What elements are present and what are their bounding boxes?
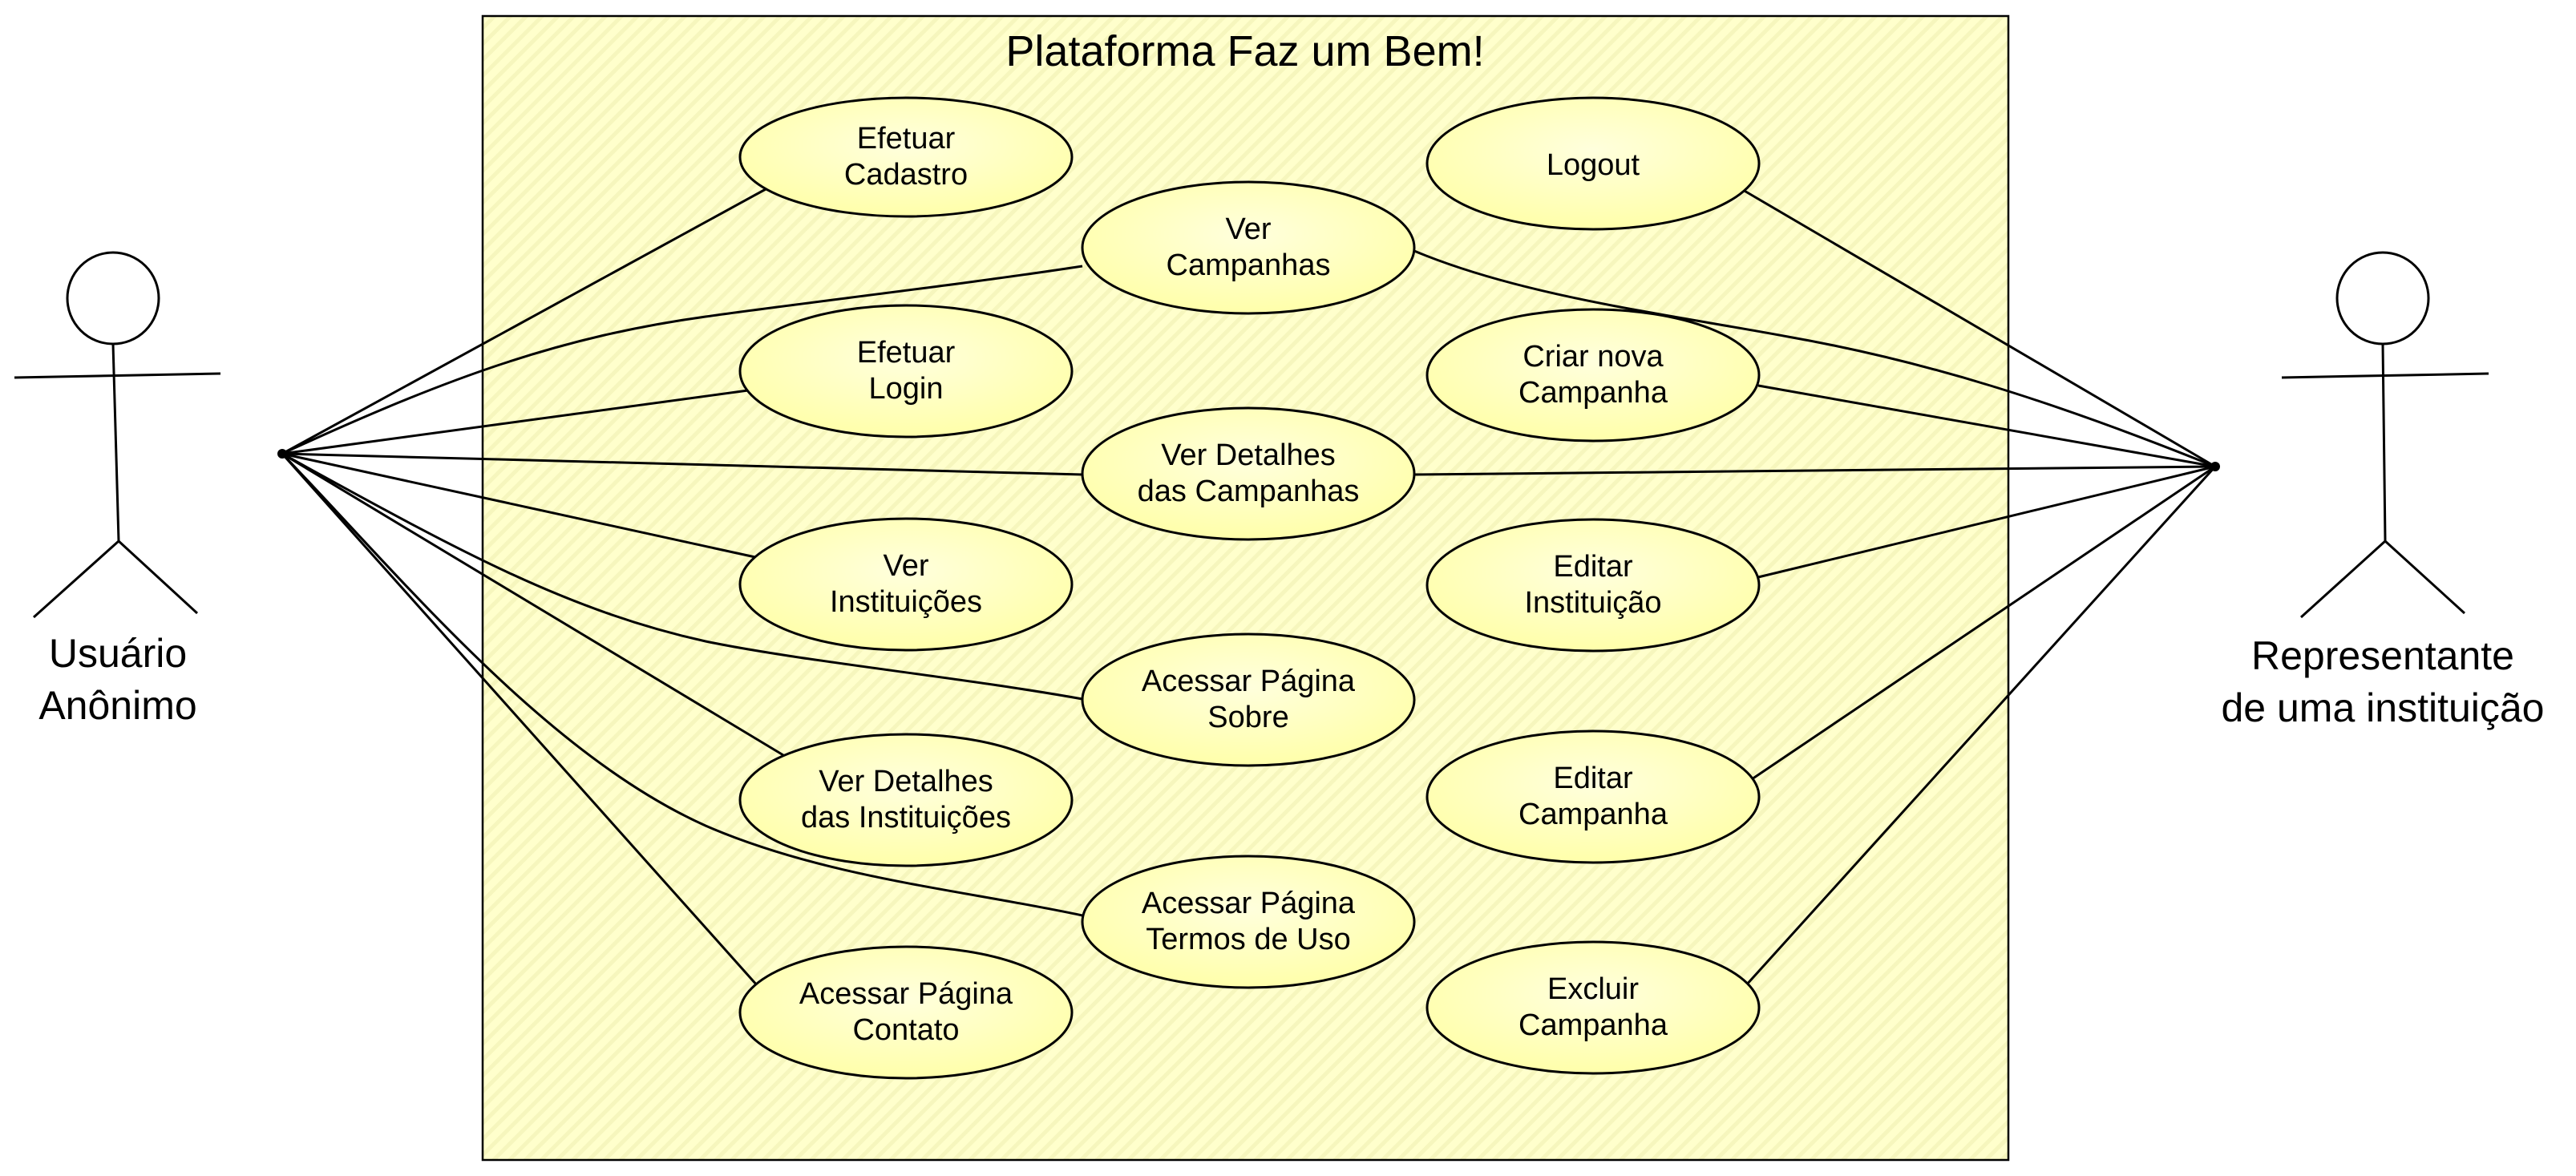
actor-representante [2281,251,2489,619]
actor-left-leg [32,540,120,619]
association-rep-ver-campanhas [1413,249,2216,468]
use-case-ellipse [1425,729,1761,864]
use-case-label: das Instituições [801,801,1011,835]
association-anon-login [281,389,749,455]
actor-head [66,251,160,346]
use-case-acessar-pagina-termos[interactable]: Acessar Página Termos de Uso [1081,855,1416,989]
use-case-ellipse [1425,96,1761,231]
association-anchor-rep [2210,462,2220,471]
use-case-label: Instituição [1524,586,1661,620]
use-case-efetuar-login[interactable]: Efetuar Login [738,304,1074,438]
actor-arms [14,372,221,379]
association-anon-detalhes-campanhas [281,452,1083,476]
association-rep-logout [1742,188,2216,468]
use-case-label: das Campanhas [1138,475,1360,508]
use-case-ellipse [738,96,1074,218]
use-case-criar-nova-campanha[interactable]: Criar nova Campanha [1425,308,1761,443]
use-case-ver-instituicoes[interactable]: Ver Instituições [738,517,1074,652]
use-case-editar-campanha[interactable]: Editar Campanha [1425,729,1761,864]
use-case-acessar-pagina-sobre[interactable]: Acessar Página Sobre [1081,632,1416,767]
actor-arms [2281,372,2489,379]
use-case-label: Cadastro [844,158,968,192]
actor-label: Representante [2251,633,2514,678]
actor-usuario-anonimo [14,251,221,619]
use-case-logout[interactable]: Logout [1425,96,1761,231]
use-case-label: Acessar Página [1142,665,1356,698]
association-anon-pagina-sobre [281,452,1083,701]
use-case-label: Termos de Uso [1146,923,1351,956]
use-case-ellipse [738,517,1074,652]
use-case-ellipse [738,304,1074,438]
actor-body [111,343,120,542]
use-case-ver-detalhes-instituicoes[interactable]: Ver Detalhes das Instituições [738,733,1074,867]
use-case-label: Campanhas [1167,249,1331,282]
actor-head [2335,251,2430,346]
use-case-ellipse [738,945,1074,1080]
use-case-label: Contato [852,1013,959,1047]
use-case-ver-detalhes-campanhas[interactable]: Ver Detalhes das Campanhas [1081,406,1416,541]
use-case-label: Criar nova [1523,340,1664,374]
use-case-acessar-pagina-contato[interactable]: Acessar Página Contato [738,945,1074,1080]
use-case-label: Instituições [830,585,982,619]
association-rep-editar-instituicao [1757,465,2216,579]
actor-left-leg [2299,540,2387,619]
use-case-label: Excluir [1547,972,1639,1006]
actor-label: de uma instituição [2221,685,2544,730]
association-anon-ver-instituicoes [281,452,756,559]
association-anchor-anon [277,449,287,459]
system-title: Plataforma Faz um Bem! [1005,27,1484,75]
use-case-ellipse [1425,940,1761,1075]
use-case-label: Ver [883,549,928,583]
use-case-ellipse [1081,406,1416,541]
use-case-label: Logout [1547,148,1640,182]
association-rep-excluir-campanha [1744,465,2217,988]
use-case-ellipse [1081,632,1416,767]
use-case-ver-campanhas[interactable]: Ver Campanhas [1081,180,1416,315]
actor-right-leg [117,540,199,615]
use-case-label: Sobre [1207,701,1288,734]
use-case-label: Ver [1225,212,1271,246]
association-rep-detalhes-campanhas [1413,465,2216,476]
use-case-label: Campanha [1519,1008,1668,1042]
use-case-ellipse [738,733,1074,867]
association-anon-ver-campanhas [281,265,1083,455]
association-rep-criar-campanha [1757,384,2216,468]
use-case-ellipse [1425,308,1761,443]
associations [277,188,2220,988]
use-case-efetuar-cadastro[interactable]: Efetuar Cadastro [738,96,1074,218]
use-case-label: Acessar Página [1142,887,1356,920]
association-anon-pagina-termos [281,452,1083,917]
use-case-ellipse [1425,518,1761,653]
use-case-excluir-campanha[interactable]: Excluir Campanha [1425,940,1761,1075]
use-case-label: Ver Detalhes [1161,438,1336,472]
use-case-editar-instituicao[interactable]: Editar Instituição [1425,518,1761,653]
use-case-ellipse [1081,180,1416,315]
use-case-label: Efetuar [857,336,956,370]
use-case-label: Editar [1553,762,1633,795]
actor-label: Usuário [49,631,187,676]
actor-right-leg [2384,540,2466,615]
association-rep-editar-campanha [1751,465,2216,781]
association-anon-detalhes-instituicoes [281,452,784,757]
association-anon-pagina-contato [281,453,759,987]
use-case-ellipse [1081,855,1416,989]
actor-body [2381,343,2387,542]
use-case-label: Ver Detalhes [819,765,993,798]
use-case-label: Editar [1553,550,1633,584]
use-cases: Efetuar Cadastro Ver Campanhas Efetuar L… [738,96,1761,1080]
use-case-label: Campanha [1519,376,1668,410]
actor-label: Anônimo [38,683,196,728]
use-case-label: Efetuar [857,122,956,156]
use-case-label: Acessar Página [799,977,1013,1011]
use-case-label: Login [869,372,944,406]
association-anon-cadastro [281,188,766,455]
use-case-label: Campanha [1519,798,1668,831]
